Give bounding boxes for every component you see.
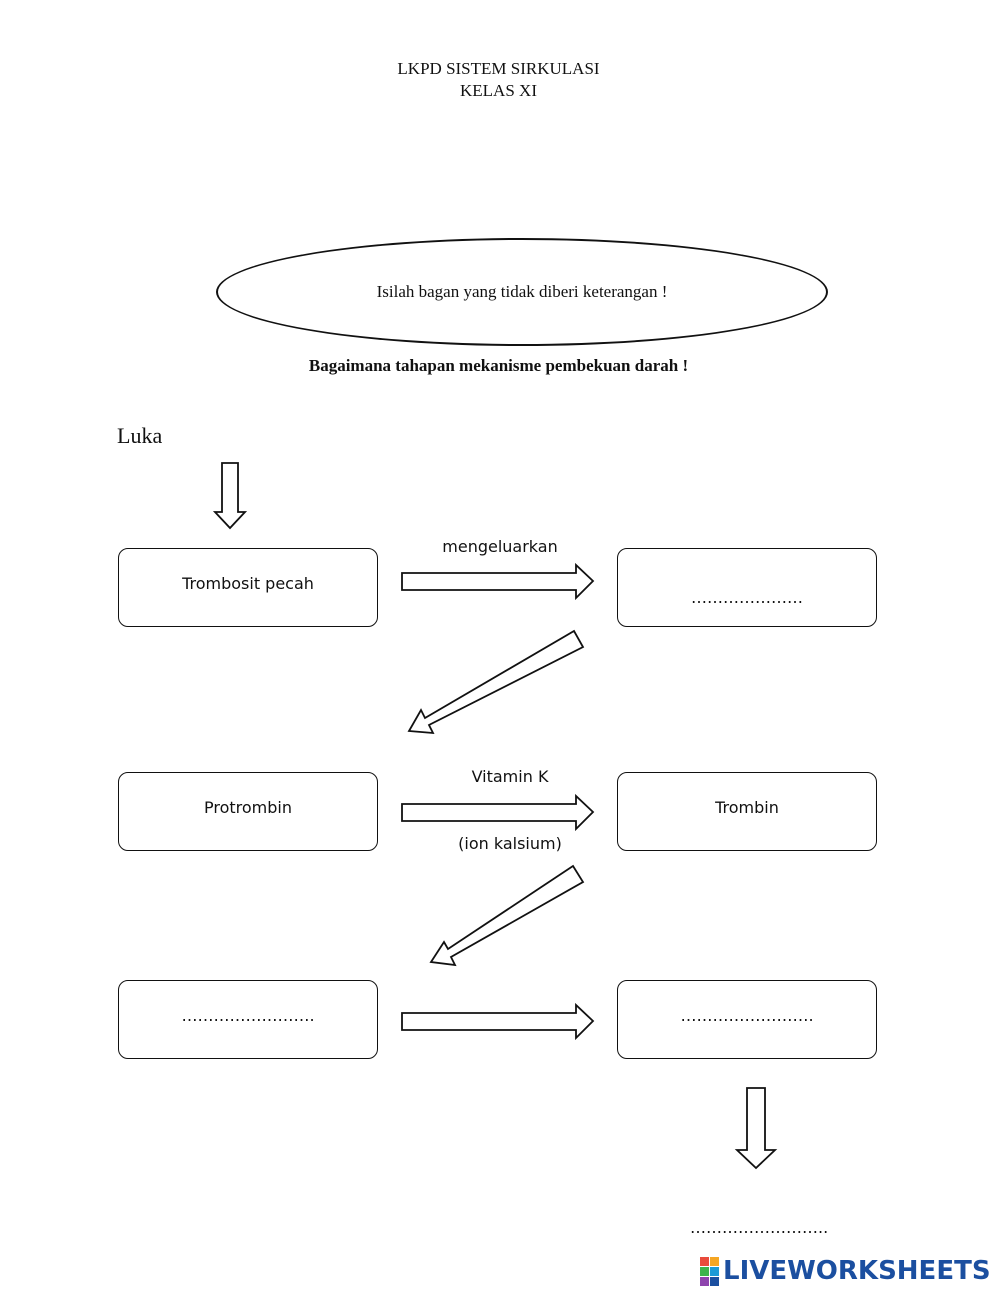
instruction-oval: Isilah bagan yang tidak diberi keteranga… xyxy=(216,238,828,346)
right-arrow-icon xyxy=(401,1002,595,1041)
down-arrow-icon xyxy=(734,1087,778,1170)
right-arrow-icon xyxy=(401,793,595,832)
right-arrow-icon xyxy=(401,562,595,601)
box-trombin: Trombin xyxy=(617,772,877,851)
box-label: Protrombin xyxy=(204,798,292,817)
instruction-text: Isilah bagan yang tidak diberi keteranga… xyxy=(376,282,668,301)
liveworksheets-logo: LIVEWORKSHEETS xyxy=(700,1256,991,1286)
header-title: LKPD SISTEM SIRKULASI xyxy=(397,59,600,78)
answer-blank-2[interactable]: ……………………. xyxy=(181,1006,315,1025)
diagonal-arrow-icon xyxy=(407,629,585,735)
header-class: KELAS XI xyxy=(460,81,537,100)
arrow-label-mengeluarkan: mengeluarkan xyxy=(442,537,558,556)
diagonal-arrow-icon xyxy=(429,864,585,967)
logo-text: LIVEWORKSHEETS xyxy=(723,1256,991,1286)
box-answer-1[interactable]: ………………… xyxy=(617,548,877,627)
answer-blank-final[interactable]: …………………….. xyxy=(690,1218,829,1237)
box-answer-3[interactable]: ……………………. xyxy=(617,980,877,1059)
box-protrombin: Protrombin xyxy=(118,772,378,851)
down-arrow-icon xyxy=(212,462,248,530)
arrow-label-vitamin-k: Vitamin K xyxy=(471,767,549,786)
box-trombosit-pecah: Trombosit pecah xyxy=(118,548,378,627)
answer-blank-3[interactable]: ……………………. xyxy=(680,1006,814,1025)
logo-mark-icon xyxy=(700,1256,719,1286)
question-text: Bagaimana tahapan mekanisme pembekuan da… xyxy=(308,356,689,375)
answer-blank-1[interactable]: ………………… xyxy=(691,588,803,607)
arrow-label-ion-kalsium: (ion kalsium) xyxy=(458,834,562,853)
box-label: Trombosit pecah xyxy=(182,574,314,593)
box-label: Trombin xyxy=(715,798,779,817)
start-label: Luka xyxy=(117,423,163,448)
box-answer-2[interactable]: ……………………. xyxy=(118,980,378,1059)
